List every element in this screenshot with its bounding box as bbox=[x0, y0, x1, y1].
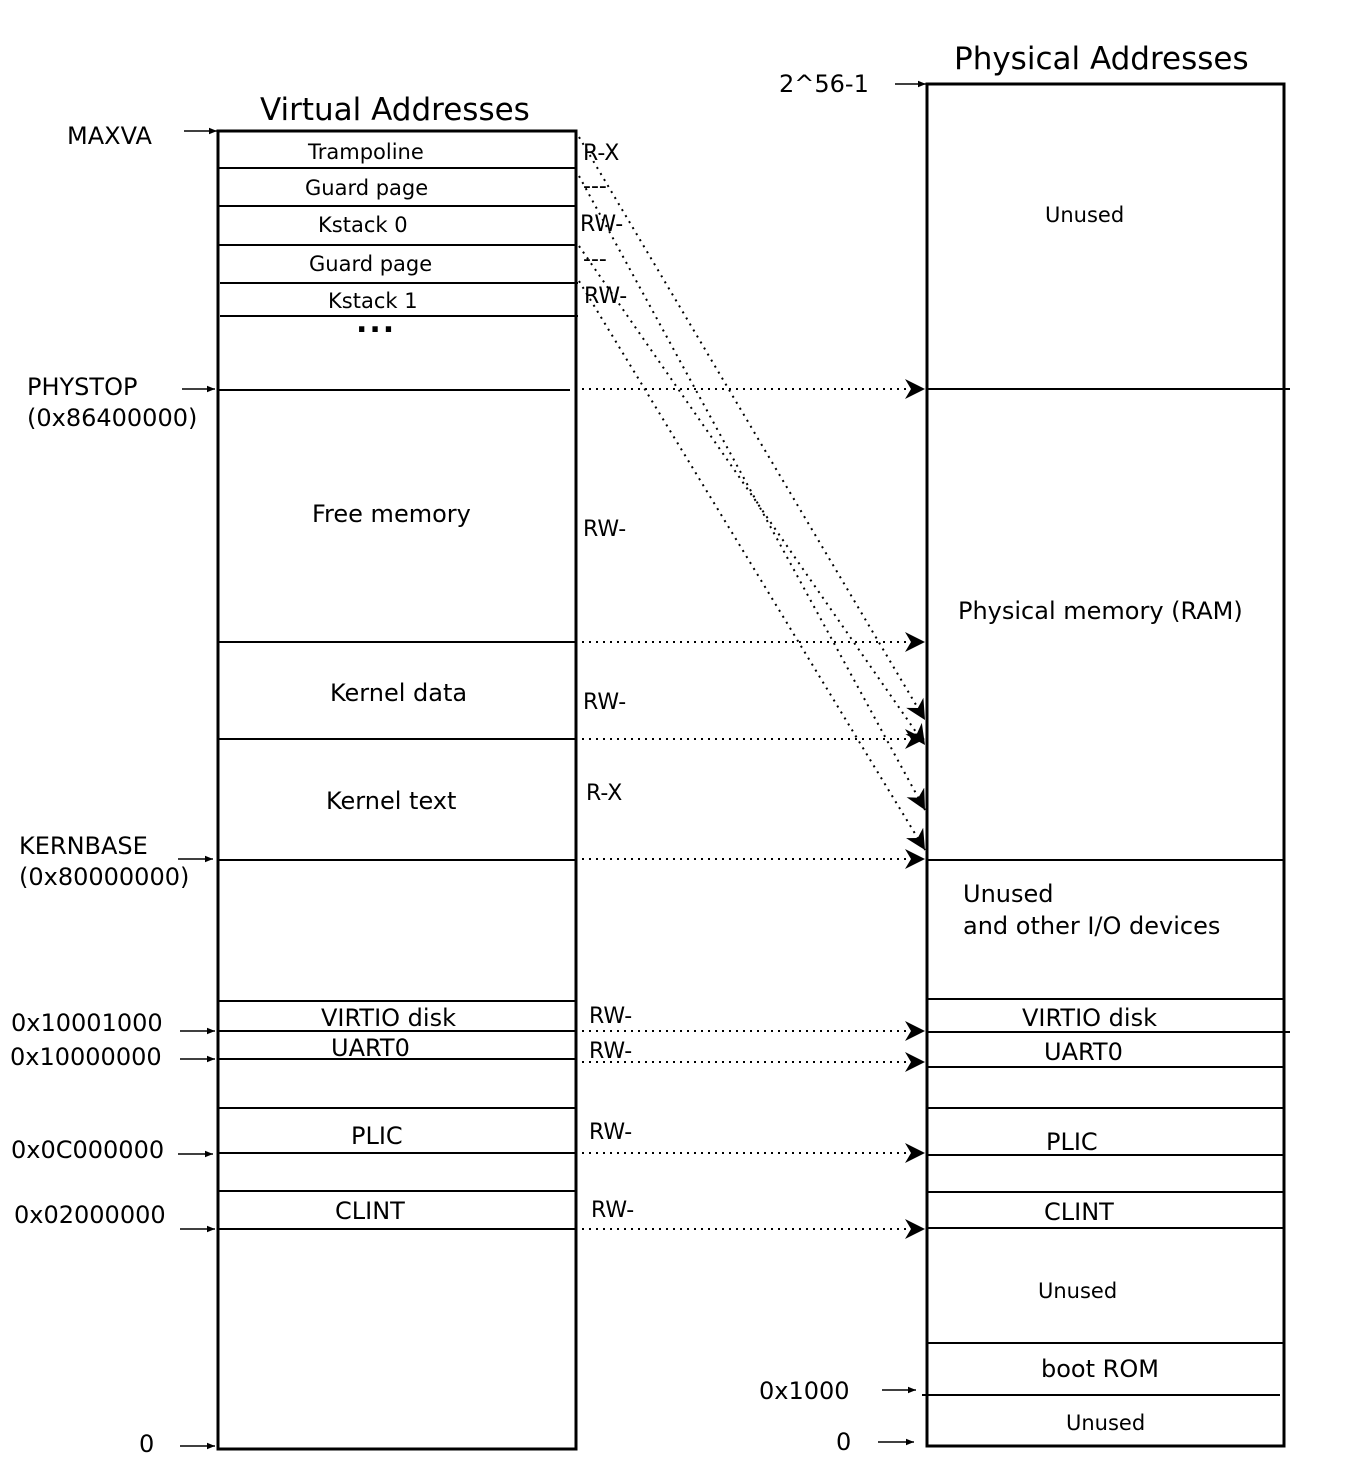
boot-rom-address-label: 0x1000 bbox=[759, 1377, 850, 1405]
unused-io-region-line1: Unused bbox=[963, 880, 1054, 908]
kstack-1-region: Kstack 1 bbox=[328, 289, 418, 313]
plic-physical-region: PLIC bbox=[1046, 1128, 1098, 1156]
uart0-physical-region: UART0 bbox=[1044, 1038, 1123, 1066]
trampoline-permission: R-X bbox=[583, 141, 620, 166]
virtual-zero-label: 0 bbox=[139, 1430, 155, 1458]
guard-page-1-region: Guard page bbox=[309, 252, 433, 276]
guard-page-1-permission: --- bbox=[583, 247, 607, 272]
maxva-label: MAXVA bbox=[67, 122, 152, 150]
virtual-marker-arrows bbox=[178, 127, 217, 1450]
free-memory-permission: RW- bbox=[583, 517, 627, 542]
guard-page-0-permission: --- bbox=[583, 174, 607, 199]
trampoline-region: Trampoline bbox=[308, 140, 424, 164]
kernel-text-region: Kernel text bbox=[326, 787, 457, 815]
unused-low-region: Unused bbox=[1038, 1279, 1118, 1303]
virtio-address-label: 0x10001000 bbox=[11, 1009, 163, 1037]
uart0-virtual-region: UART0 bbox=[331, 1034, 410, 1062]
free-memory-region: Free memory bbox=[312, 500, 471, 528]
unused-io-region-line2: and other I/O devices bbox=[963, 912, 1221, 940]
phystop-label: PHYSTOP bbox=[27, 373, 138, 401]
kernbase-label: KERNBASE bbox=[19, 832, 148, 860]
virtio-disk-physical-region: VIRTIO disk bbox=[1022, 1004, 1157, 1032]
phystop-value: (0x86400000) bbox=[27, 404, 198, 432]
virtio-disk-virtual-region: VIRTIO disk bbox=[321, 1004, 456, 1032]
kernel-data-region: Kernel data bbox=[330, 679, 468, 707]
plic-permission: RW- bbox=[589, 1120, 633, 1145]
virtual-address-column bbox=[216, 129, 578, 1451]
clint-virtual-region: CLINT bbox=[335, 1197, 405, 1225]
trampoline-kstack-mapping-arrows bbox=[578, 136, 926, 851]
plic-address-label: 0x0C000000 bbox=[11, 1136, 165, 1164]
uart-address-label: 0x10000000 bbox=[10, 1043, 162, 1071]
physical-marker-arrows bbox=[878, 80, 926, 1446]
kstack-0-permission: RW- bbox=[580, 212, 624, 237]
physical-addresses-title: Physical Addresses bbox=[954, 41, 1249, 77]
virtio-disk-permission: RW- bbox=[589, 1004, 633, 1029]
kernel-text-permission: R-X bbox=[586, 781, 623, 806]
more-kstacks-ellipsis: ... bbox=[356, 305, 397, 340]
virtual-addresses-title: Virtual Addresses bbox=[260, 92, 530, 128]
uart0-permission: RW- bbox=[589, 1039, 633, 1064]
unused-top-region: Unused bbox=[1045, 203, 1125, 227]
physical-zero-label: 0 bbox=[836, 1428, 852, 1456]
physical-address-column bbox=[922, 82, 1290, 1448]
physical-ram-region: Physical memory (RAM) bbox=[958, 597, 1243, 625]
guard-page-0-region: Guard page bbox=[305, 176, 429, 200]
unused-bottom-region: Unused bbox=[1066, 1411, 1146, 1435]
plic-virtual-region: PLIC bbox=[351, 1122, 403, 1150]
kernel-data-permission: RW- bbox=[583, 690, 627, 715]
kernbase-value: (0x80000000) bbox=[19, 863, 190, 891]
kstack-1-permission: RW- bbox=[584, 284, 628, 309]
clint-permission: RW- bbox=[591, 1198, 635, 1223]
physical-top-label: 2^56-1 bbox=[779, 70, 869, 98]
clint-address-label: 0x02000000 bbox=[14, 1201, 166, 1229]
kstack-0-region: Kstack 0 bbox=[318, 213, 408, 237]
boot-rom-region: boot ROM bbox=[1041, 1355, 1159, 1383]
clint-physical-region: CLINT bbox=[1044, 1198, 1114, 1226]
direct-mapping-arrows bbox=[582, 379, 925, 1239]
